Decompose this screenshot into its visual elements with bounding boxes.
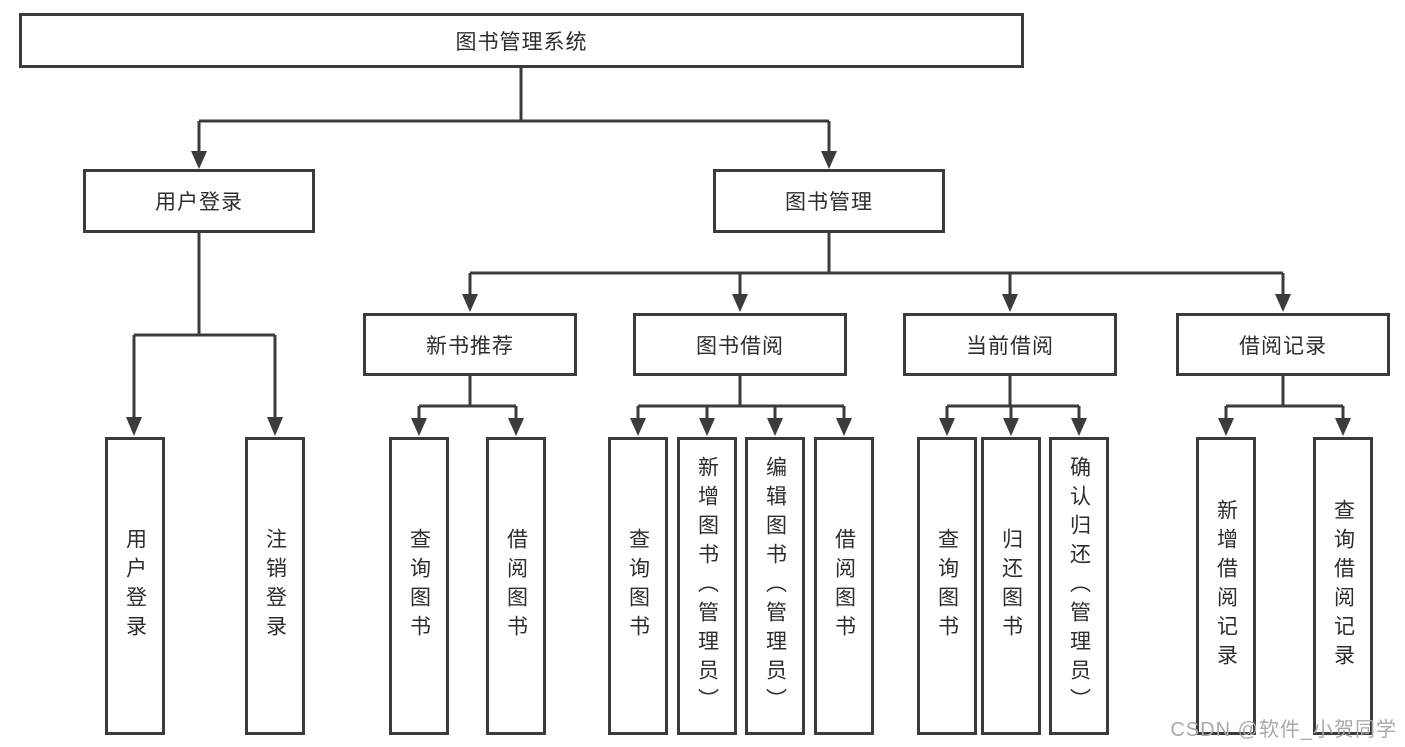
node-label: 用户登录 (123, 528, 147, 644)
arrowhead (630, 418, 646, 436)
node-label: 用户登录 (155, 191, 243, 214)
node-new-book-recommendation: 新书推荐 (363, 313, 577, 376)
arrowhead (411, 418, 427, 436)
arrowhead (267, 417, 283, 436)
node-label: 借阅图书 (504, 528, 528, 644)
arrowhead (1071, 418, 1087, 436)
arrowhead (699, 418, 715, 436)
node-label: 编辑图书（管理员） (763, 455, 787, 717)
arrowhead (1335, 418, 1351, 436)
node-label: 查询借阅记录 (1331, 499, 1355, 673)
node-label: 新增借阅记录 (1214, 499, 1238, 673)
arrowhead (836, 418, 852, 436)
node-user-login: 用户登录 (83, 169, 315, 233)
node-borrowing-records: 借阅记录 (1176, 313, 1390, 376)
node-library-management-system: 图书管理系统 (19, 13, 1024, 68)
leaf-query-books-recommend: 查询图书 (389, 437, 449, 735)
leaf-user-login: 用户登录 (105, 437, 165, 735)
leaf-edit-book-admin: 编辑图书（管理员） (745, 437, 805, 735)
node-label: 图书管理系统 (455, 30, 588, 54)
node-label: 借阅图书 (832, 528, 856, 644)
node-label: 查询图书 (407, 528, 431, 644)
csdn-watermark: CSDN @软件_小贺同学 (1170, 719, 1397, 741)
leaf-add-borrow-record: 新增借阅记录 (1196, 437, 1256, 735)
leaf-logout: 注销登录 (245, 437, 305, 735)
arrowhead (508, 418, 524, 436)
node-book-borrowing: 图书借阅 (633, 313, 847, 376)
node-label: 新增图书（管理员） (695, 455, 719, 717)
leaf-query-borrow-record: 查询借阅记录 (1313, 437, 1373, 735)
leaf-confirm-return-admin: 确认归还（管理员） (1049, 437, 1109, 735)
arrowhead (462, 294, 478, 312)
node-label: 借阅记录 (1239, 334, 1327, 358)
leaf-borrow-books-recommend: 借阅图书 (486, 437, 546, 735)
leaf-borrow-books: 借阅图书 (814, 437, 874, 735)
leaf-add-book-admin: 新增图书（管理员） (677, 437, 737, 735)
node-current-borrowing: 当前借阅 (903, 313, 1117, 376)
arrowhead (1218, 418, 1234, 436)
leaf-query-books-current: 查询图书 (917, 437, 977, 735)
arrowhead (191, 151, 207, 169)
arrowhead (126, 417, 142, 436)
node-label: 归还图书 (999, 528, 1023, 644)
arrowhead (767, 418, 783, 436)
arrowhead (1003, 418, 1019, 436)
node-book-management: 图书管理 (713, 169, 945, 233)
arrowhead (1275, 294, 1291, 312)
node-label: 图书借阅 (696, 334, 784, 358)
arrowhead (1002, 294, 1018, 312)
arrowhead (939, 418, 955, 436)
node-label: 新书推荐 (426, 334, 514, 358)
node-label: 查询图书 (935, 528, 959, 644)
node-label: 注销登录 (263, 528, 287, 644)
leaf-query-books-borrow: 查询图书 (608, 437, 668, 735)
leaf-return-book: 归还图书 (981, 437, 1041, 735)
node-label: 当前借阅 (966, 334, 1054, 358)
node-label: 图书管理 (785, 191, 873, 214)
node-label: 查询图书 (626, 528, 650, 644)
arrowhead (732, 294, 748, 312)
arrowhead (821, 151, 837, 169)
node-label: 确认归还（管理员） (1067, 455, 1091, 717)
